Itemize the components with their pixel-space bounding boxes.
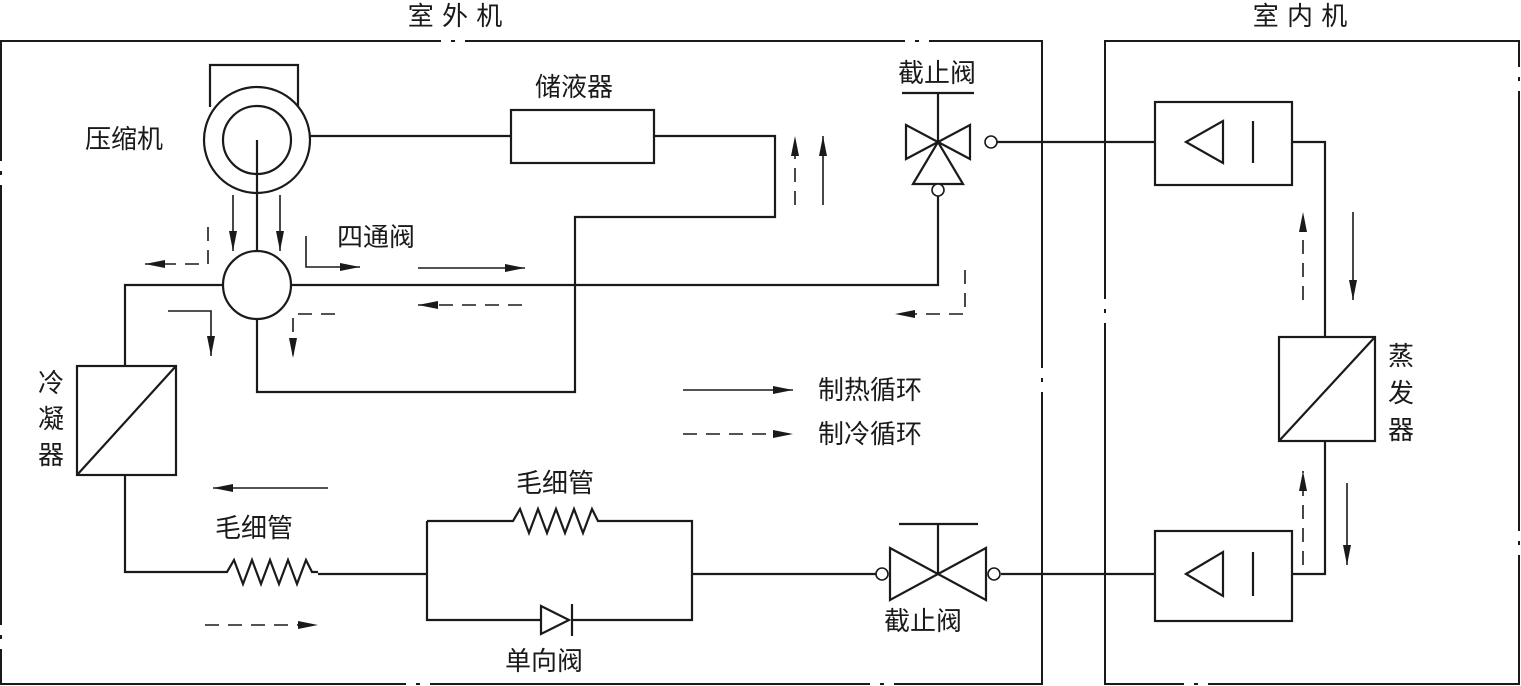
- stop-valve-top-label: 截止阀: [898, 59, 976, 89]
- indoor-unit-title: 室 内 机: [1253, 2, 1348, 32]
- capillary-left-label: 毛细管: [215, 514, 293, 544]
- evaporator: [1277, 335, 1377, 443]
- four-way-valve: [221, 249, 293, 321]
- four-way-valve-label: 四通阀: [337, 223, 415, 253]
- legend-heating-label: 制热循环: [818, 376, 922, 406]
- heating-flow-arrows: [168, 136, 1357, 565]
- outdoor-unit-frame: [0, 40, 1043, 685]
- indoor-throttle-bottom: [1153, 529, 1294, 623]
- stop-valve-bottom: [875, 522, 1001, 602]
- outdoor-unit-title: 室 外 机: [408, 2, 503, 32]
- check-valve: [539, 604, 574, 636]
- stop-valve-top: [902, 91, 998, 197]
- capillary-top-label: 毛细管: [516, 469, 594, 499]
- accumulator-label: 储液器: [535, 73, 613, 103]
- accumulator: [509, 108, 656, 165]
- stop-valve-bottom-label: 截止阀: [884, 607, 962, 637]
- condenser-label-1: 冷: [38, 369, 64, 399]
- condenser-label-3: 器: [38, 441, 64, 471]
- condenser-label-2: 凝: [38, 405, 64, 435]
- legend-cooling-label: 制冷循环: [818, 420, 922, 450]
- cooling-flow-arrows: [145, 136, 1307, 629]
- piping: [123, 134, 1327, 622]
- indoor-unit-frame: [1104, 40, 1520, 685]
- compressor-label: 压缩机: [85, 125, 163, 155]
- evaporator-label-2: 发: [1388, 379, 1414, 409]
- legend: 制热循环 制冷循环: [683, 376, 922, 450]
- capillary-tube-top: [506, 505, 604, 537]
- check-valve-label: 单向阀: [505, 647, 583, 677]
- indoor-throttle-top: [1153, 100, 1294, 187]
- capillary-tube-left: [215, 556, 318, 588]
- evaporator-label-1: 蒸: [1388, 342, 1414, 372]
- evaporator-label-3: 器: [1388, 416, 1414, 446]
- condenser: [75, 364, 178, 477]
